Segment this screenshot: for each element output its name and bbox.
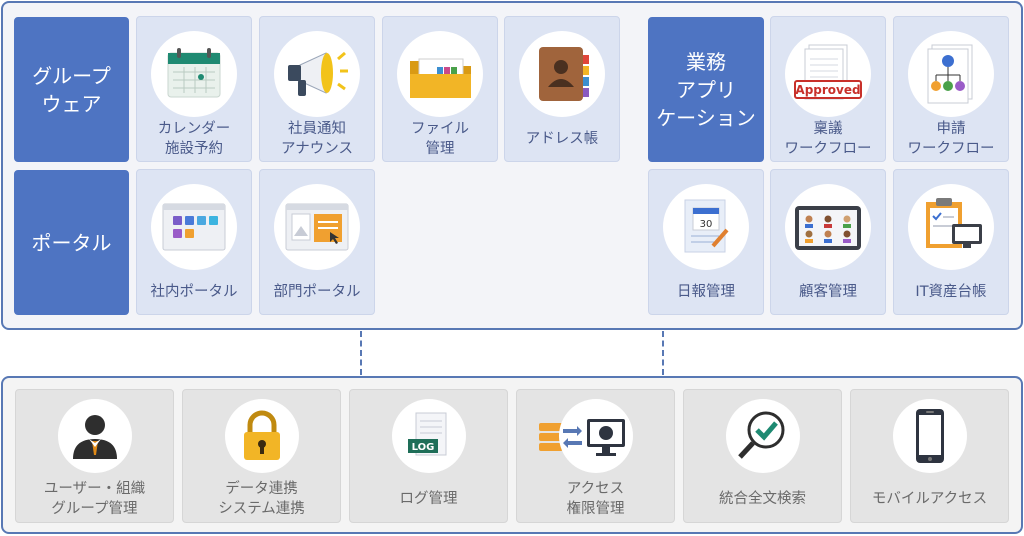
smartphone-icon: [893, 399, 967, 473]
connector-line-right: [662, 331, 664, 375]
tile-label: 社員通知 アナウンス: [281, 121, 353, 157]
tile-approval-workflow[interactable]: Approved 稟議 ワークフロー: [770, 16, 886, 162]
address-book-icon: [519, 31, 605, 117]
daily-report-icon: 30: [663, 184, 749, 270]
tile-label: 統合全文検索: [719, 491, 806, 507]
tile-label: データ連携 システム連携: [218, 481, 305, 517]
category-portal: ポータル: [14, 170, 129, 315]
tile-it-asset[interactable]: IT資産台帳: [893, 169, 1009, 315]
megaphone-icon: [274, 31, 360, 117]
tile-data-integration[interactable]: データ連携 システム連携: [182, 389, 341, 523]
approved-stamp: Approved: [795, 83, 860, 97]
log-document-icon: LOG: [392, 399, 466, 473]
department-portal-icon: [274, 184, 360, 270]
flowchart-document-icon: [908, 31, 994, 117]
approved-document-icon: Approved: [785, 31, 871, 117]
tile-access-control[interactable]: アクセス 権限管理: [516, 389, 675, 523]
tile-label: ファイル 管理: [411, 121, 469, 157]
tile-full-text-search[interactable]: 統合全文検索: [683, 389, 842, 523]
tile-user-management[interactable]: ユーザー・組織 グループ管理: [15, 389, 174, 523]
tile-label: IT資産台帳: [915, 284, 987, 300]
tile-calendar[interactable]: カレンダー 施設予約: [136, 16, 252, 162]
lock-icon: [225, 399, 299, 473]
server-access-icon: [559, 399, 633, 473]
tile-file[interactable]: ファイル 管理: [382, 16, 498, 162]
search-check-icon: [726, 399, 800, 473]
internal-portal-icon: [151, 184, 237, 270]
tile-label: モバイルアクセス: [871, 491, 988, 507]
tile-label: アドレス帳: [525, 131, 599, 147]
foundation-panel: ユーザー・組織 グループ管理 データ連携 システム連携 LOG ログ管理: [1, 376, 1023, 534]
tile-label: 部門ポータル: [273, 284, 361, 300]
tile-label: 顧客管理: [799, 284, 857, 300]
tile-address-book[interactable]: アドレス帳: [504, 16, 620, 162]
tile-label: ユーザー・組織 グループ管理: [43, 481, 146, 517]
tile-announcement[interactable]: 社員通知 アナウンス: [259, 16, 375, 162]
tile-customer[interactable]: 顧客管理: [770, 169, 886, 315]
tile-label: アクセス 権限管理: [566, 481, 625, 517]
connector-line-left: [360, 331, 362, 375]
user-icon: [58, 399, 132, 473]
tile-mobile-access[interactable]: モバイルアクセス: [850, 389, 1009, 523]
server-stack-icon: [539, 423, 563, 451]
category-business-apps: 業務 アプリ ケーション: [648, 17, 764, 162]
tile-department-portal[interactable]: 部門ポータル: [259, 169, 375, 315]
tile-label: 稟議 ワークフロー: [784, 121, 872, 157]
customer-tablet-icon: [785, 184, 871, 270]
tile-label: 申請 ワークフロー: [907, 121, 995, 157]
tile-application-workflow[interactable]: 申請 ワークフロー: [893, 16, 1009, 162]
tile-label: 社内ポータル: [150, 284, 238, 300]
folder-icon: [397, 31, 483, 117]
calendar-day: 30: [700, 219, 713, 230]
it-asset-icon: [908, 184, 994, 270]
tile-internal-portal[interactable]: 社内ポータル: [136, 169, 252, 315]
tile-label: カレンダー 施設予約: [157, 121, 231, 157]
tile-daily-report[interactable]: 30 日報管理: [648, 169, 764, 315]
tile-label: 日報管理: [677, 284, 735, 300]
log-badge: LOG: [412, 442, 435, 453]
tile-label: ログ管理: [399, 491, 458, 507]
category-groupware: グループ ウェア: [14, 17, 129, 162]
tile-log-management[interactable]: LOG ログ管理: [349, 389, 508, 523]
calendar-icon: [151, 31, 237, 117]
